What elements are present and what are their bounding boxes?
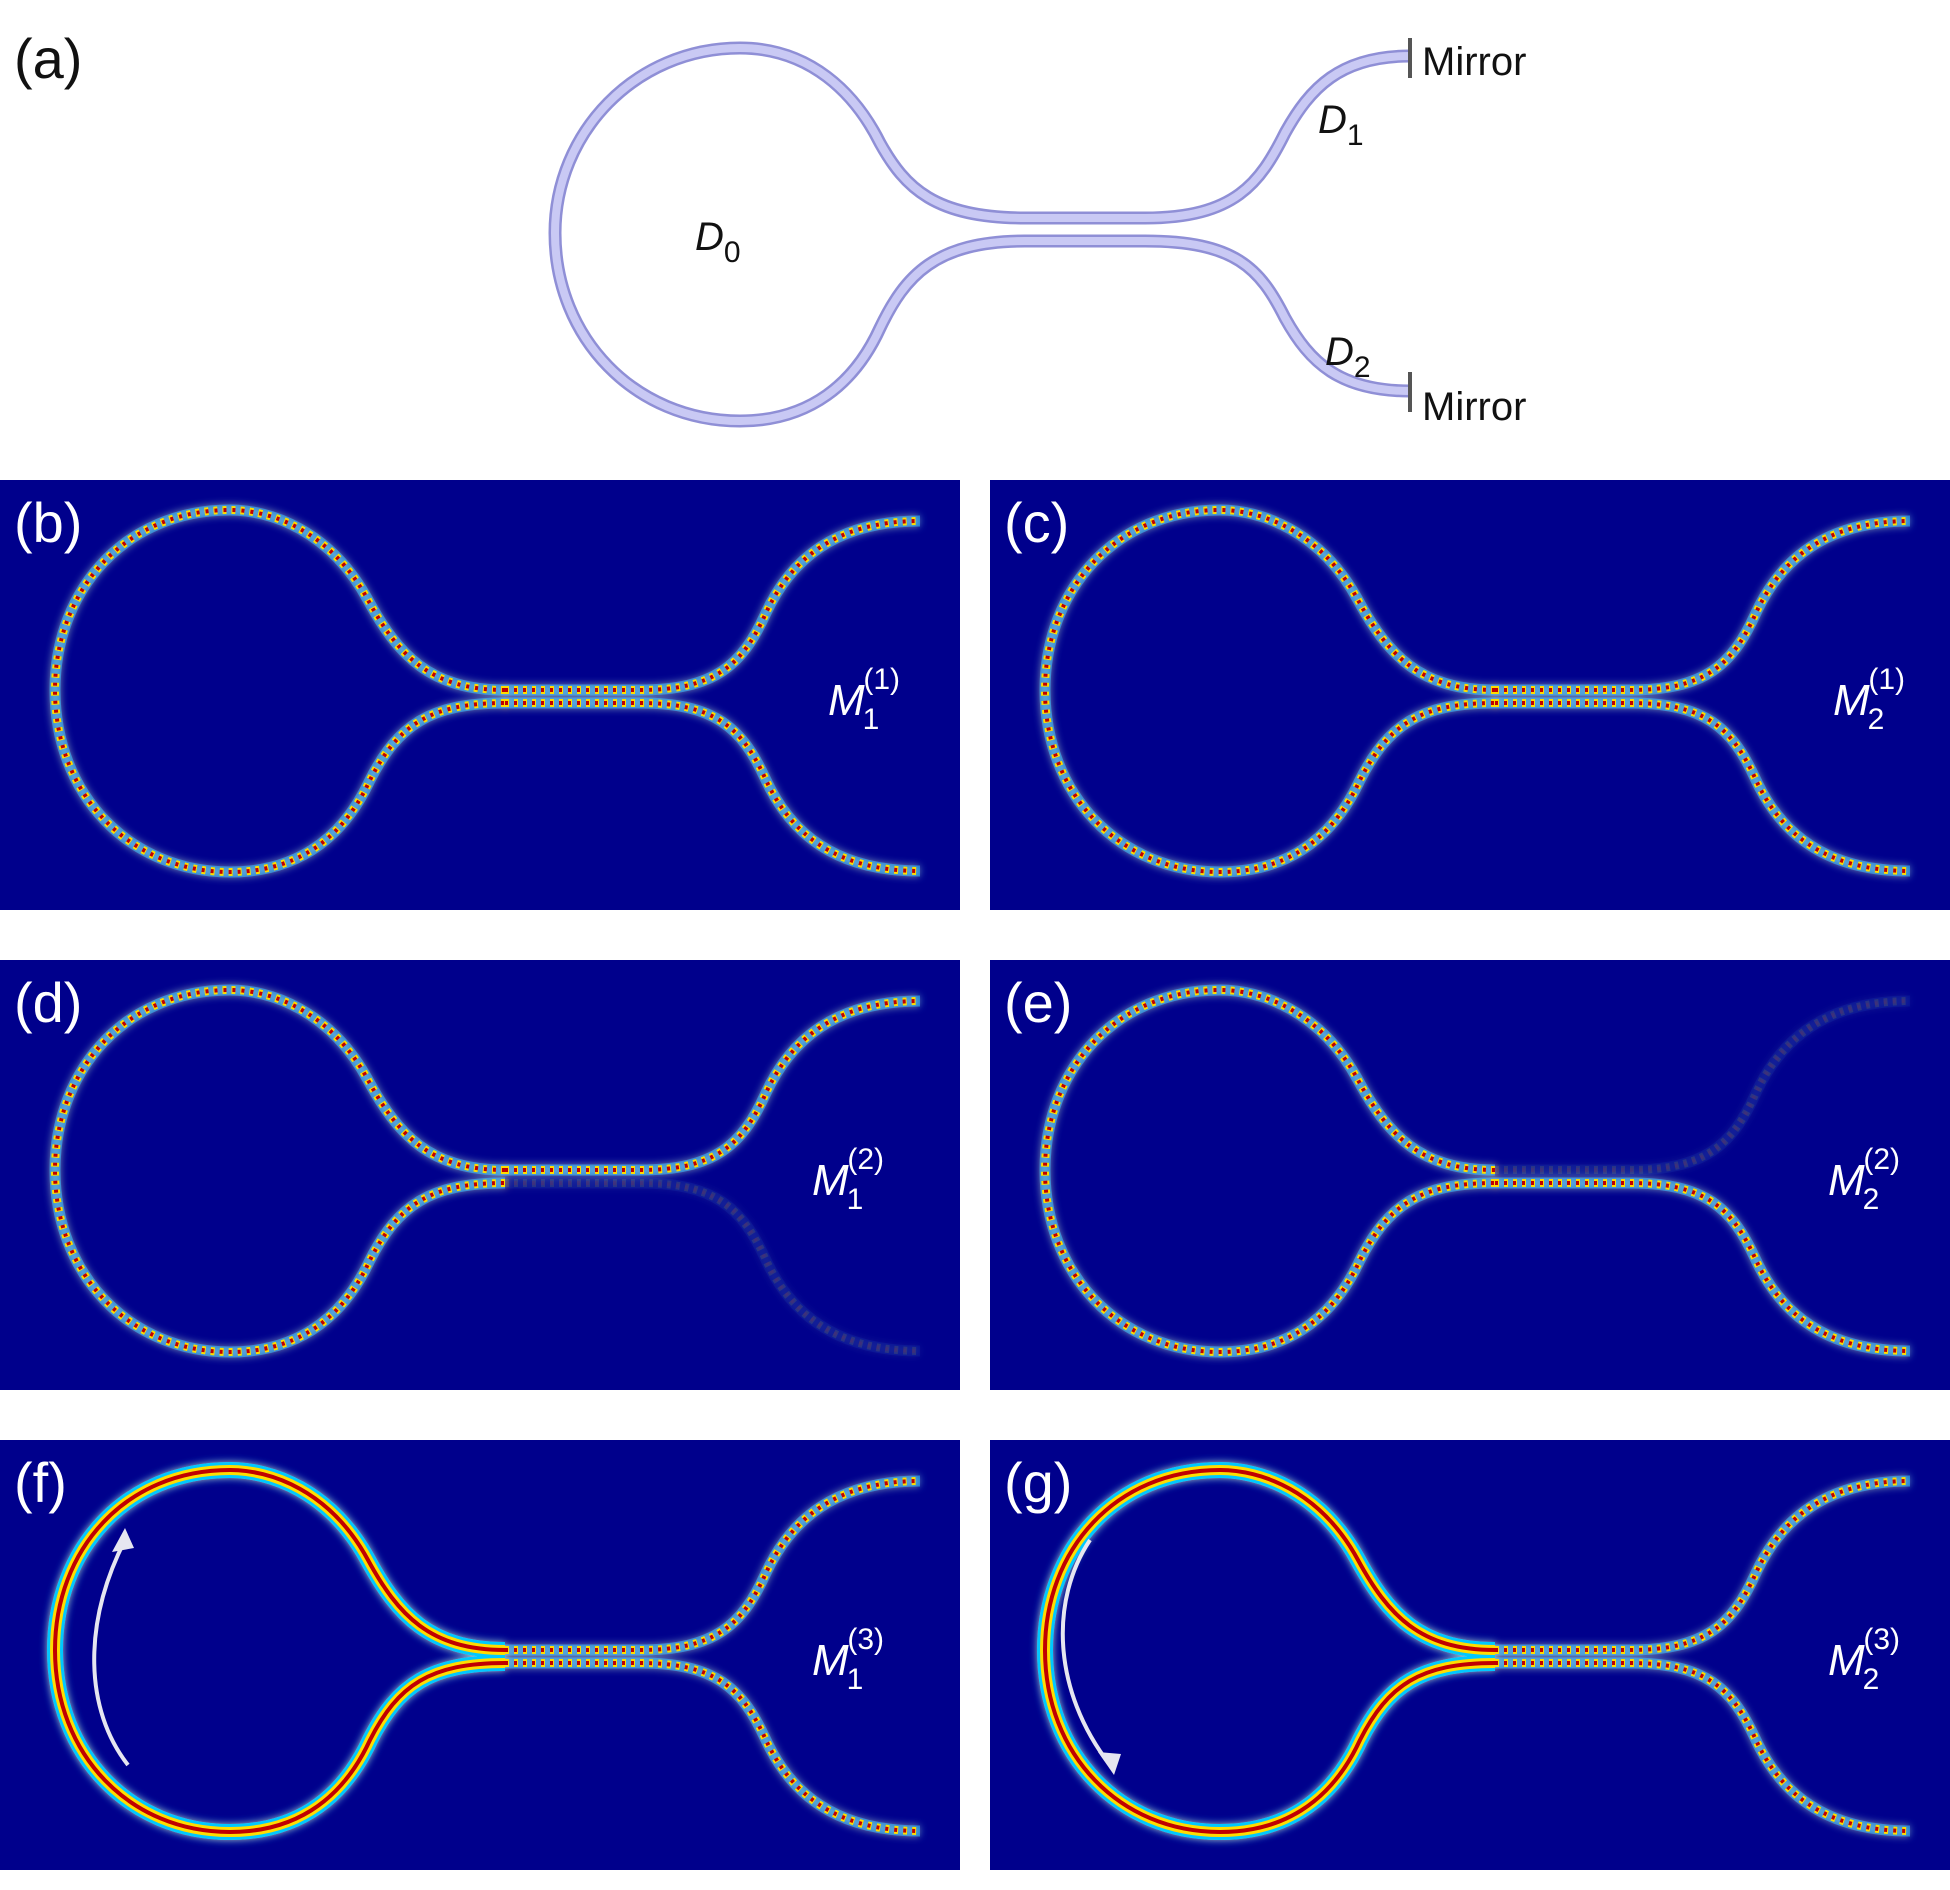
region-d1-symbol: D [1318, 98, 1347, 142]
panel-a-schematic: (a) Mirror Mirror D0 D1 D2 [14, 27, 1526, 429]
panel-g-label: (g) [1004, 1451, 1072, 1514]
panel-b-mode-sup: (1) [863, 663, 900, 696]
panel-c-mode-sub: 2 [1868, 703, 1885, 736]
panel-e-mode-sub: 2 [1863, 1183, 1880, 1216]
panel-f-bottom-arm-field-lobes [505, 1659, 921, 1835]
panel-c-label: (c) [1004, 491, 1069, 554]
panel-b-mode-sub: 1 [863, 703, 880, 736]
panel-g-mode-symbol: M [1828, 1636, 1865, 1685]
panel-e-top-arm-field-halo [1495, 995, 1911, 1176]
panel-b-label: (b) [14, 491, 82, 554]
mirror-label-top: Mirror [1422, 40, 1526, 84]
panel-b-background [0, 480, 960, 910]
panel-g-arrow-head [1098, 1752, 1121, 1775]
panel-d-bottom-arm-field-lobes [505, 1179, 921, 1355]
panel-g-circulation-arrow [1060, 1538, 1112, 1767]
panel-e-field [1039, 984, 1911, 1358]
region-d2-symbol: D [1325, 330, 1354, 374]
panel-c-mode-sup: (1) [1868, 663, 1905, 696]
panel-d-mode-sub: 1 [847, 1183, 864, 1216]
panel-g-ring-field-core [1042, 1467, 1496, 1835]
mirror-label-bottom: Mirror [1422, 385, 1526, 429]
region-d1-label: D1 [1318, 98, 1364, 152]
panel-c-mode-label: M2 (1) [1833, 663, 1905, 736]
panel-g-mode-label: M2 (3) [1828, 1623, 1900, 1696]
region-d0-label: D0 [695, 215, 741, 269]
panel-b-field [49, 504, 921, 878]
panel-g-mode-sup: (3) [1863, 1623, 1900, 1656]
field-panels: (b)M1(1)(c)M2(1)(d)M1(2)(e)M2(2)(f)M1(3)… [0, 480, 1950, 1870]
panel-g-mode-sub: 2 [1863, 1663, 1880, 1696]
panel-f-ring-field-core [52, 1467, 506, 1835]
panel-f-mode-sub: 1 [847, 1663, 864, 1696]
panel-f-label: (f) [14, 1451, 67, 1514]
panel-f-field [46, 1461, 921, 1841]
panel-g: (g) M2 (3) [990, 1440, 1950, 1870]
panel-d-top-arm-field-halo [505, 995, 921, 1176]
panel-d-field [49, 984, 921, 1358]
panel-d-mode-sup: (2) [847, 1143, 884, 1176]
panel-e-mode-symbol: M [1828, 1156, 1865, 1205]
panel-e-background [990, 960, 1950, 1390]
panel-e-mode-sup: (2) [1863, 1143, 1900, 1176]
panel-f-arrow-head [112, 1528, 134, 1552]
panel-d-mode-label: M1 (2) [812, 1143, 884, 1216]
panel-d: (d) M1 (2) [0, 960, 960, 1390]
waveguide-structure [548, 41, 1411, 428]
panel-b-bottom-arm-field-lobes [505, 699, 921, 875]
panel-b: (b) M1 (1) [0, 480, 960, 910]
panel-e: (e) M2 (2) [990, 960, 1950, 1390]
panel-f-mode-sup: (3) [847, 1623, 884, 1656]
panel-c-mode-symbol: M [1833, 676, 1870, 725]
panel-e-ring-field-cores [1042, 987, 1496, 1355]
region-d0-symbol: D [695, 215, 724, 259]
panel-g-top-arm-field-halo [1495, 1475, 1911, 1656]
panel-c-top-arm-field-halo [1495, 515, 1911, 696]
panel-b-ring-field-cores [52, 507, 506, 875]
panel-e-bottom-arm-field-lobes [1495, 1179, 1911, 1355]
waveguide-outline [548, 41, 1411, 428]
panel-c: (c) M2 (1) [990, 480, 1950, 910]
panel-f: (f) M1 (3) [0, 1440, 960, 1870]
region-d0-index: 0 [724, 236, 741, 269]
panel-c-bottom-arm-field-lobes [1495, 699, 1911, 875]
panel-b-mode-label: M1 (1) [828, 663, 900, 736]
panel-a-label: (a) [14, 27, 82, 90]
panel-f-mode-symbol: M [812, 1636, 849, 1685]
region-d2-label: D2 [1325, 330, 1371, 384]
panel-f-top-arm-field-halo [505, 1475, 921, 1656]
panel-d-background [0, 960, 960, 1390]
panel-d-label: (d) [14, 971, 82, 1034]
panel-c-field [1039, 504, 1911, 878]
panel-f-circulation-arrow [92, 1539, 130, 1767]
panel-d-ring-field-cores [52, 987, 506, 1355]
panel-b-mode-symbol: M [828, 676, 865, 725]
region-d2-index: 2 [1354, 351, 1371, 384]
panel-c-ring-field-cores [1042, 507, 1496, 875]
region-d1-index: 1 [1347, 119, 1364, 152]
waveguide-core [550, 43, 1411, 426]
panel-g-field [1036, 1461, 1911, 1841]
panel-c-background [990, 480, 1950, 910]
panel-e-label: (e) [1004, 971, 1072, 1034]
panel-d-mode-symbol: M [812, 1156, 849, 1205]
panel-g-bottom-arm-field-lobes [1495, 1659, 1911, 1835]
panel-f-mode-label: M1 (3) [812, 1623, 884, 1696]
panel-e-mode-label: M2 (2) [1828, 1143, 1900, 1216]
panel-b-top-arm-field-halo [505, 515, 921, 696]
